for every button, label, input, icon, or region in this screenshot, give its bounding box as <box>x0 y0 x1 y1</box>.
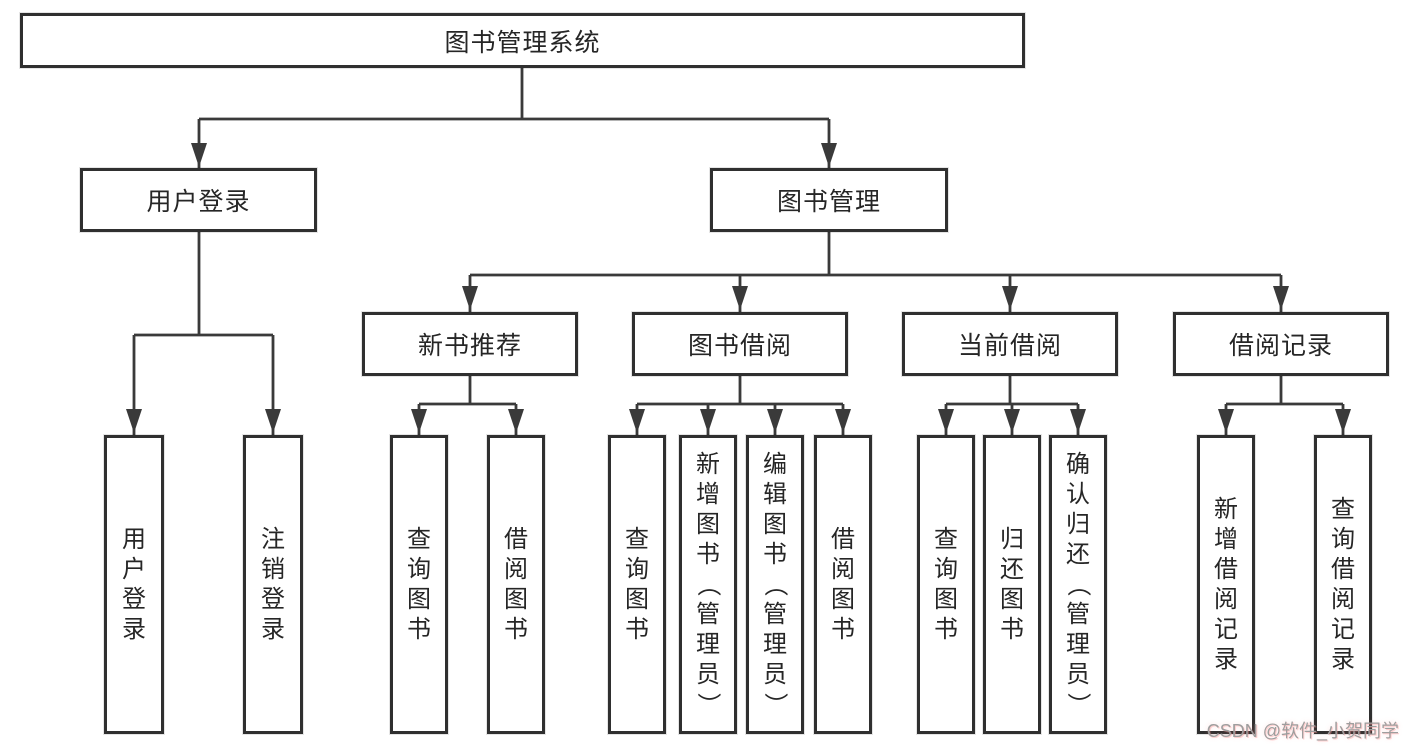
node-borrow-books-recommend: 借阅图书 <box>487 435 545 734</box>
node-book-borrowing: 图书借阅 <box>632 312 848 376</box>
node-borrow-records: 借阅记录 <box>1173 312 1389 376</box>
node-label: 图书借阅 <box>687 332 792 360</box>
node-borrow-books-borrowing: 借阅图书 <box>814 435 872 734</box>
node-query-books-current: 查询图书 <box>917 435 975 734</box>
node-query-books-recommend: 查询图书 <box>390 435 448 734</box>
node-label: 用户登录 <box>122 526 146 643</box>
node-confirm-return-admin: 确认归还（管理员） <box>1049 435 1107 734</box>
node-label: 查询图书 <box>407 526 431 643</box>
node-label: 新增借阅记录 <box>1214 496 1238 673</box>
node-label: 查询图书 <box>934 526 958 643</box>
node-query-borrow-record: 查询借阅记录 <box>1314 435 1372 734</box>
node-label: 注销登录 <box>261 526 285 643</box>
csdn-watermark: CSDN @软件_小贺同学 <box>1206 721 1399 741</box>
node-label: 当前借阅 <box>957 332 1062 360</box>
node-label: 查询图书 <box>625 526 649 643</box>
node-user-login-action: 用户登录 <box>104 435 164 734</box>
node-add-books-admin: 新增图书（管理员） <box>679 435 737 734</box>
node-query-books-borrowing: 查询图书 <box>608 435 666 734</box>
node-label: 借阅图书 <box>831 526 855 643</box>
node-logout-action: 注销登录 <box>243 435 303 734</box>
node-current-borrowing: 当前借阅 <box>902 312 1118 376</box>
node-label: 新书推荐 <box>417 332 522 360</box>
node-label: 图书管理系统 <box>444 28 601 57</box>
node-label: 编辑图书（管理员） <box>761 451 789 717</box>
node-label: 新增图书（管理员） <box>694 451 722 717</box>
node-label: 归还图书 <box>1000 526 1024 643</box>
node-edit-books-admin: 编辑图书（管理员） <box>746 435 804 734</box>
node-label: 用户登录 <box>146 188 251 216</box>
node-new-book-recommend: 新书推荐 <box>362 312 578 376</box>
node-label: 图书管理 <box>776 188 881 216</box>
node-book-management: 图书管理 <box>710 168 948 232</box>
node-label: 借阅记录 <box>1228 332 1333 360</box>
node-label: 查询借阅记录 <box>1331 496 1355 673</box>
node-book-management-system: 图书管理系统 <box>20 13 1025 68</box>
node-user-login: 用户登录 <box>80 168 317 232</box>
node-add-borrow-record: 新增借阅记录 <box>1197 435 1255 734</box>
node-return-books: 归还图书 <box>983 435 1041 734</box>
node-label: 借阅图书 <box>504 526 528 643</box>
node-label: 确认归还（管理员） <box>1064 451 1092 717</box>
